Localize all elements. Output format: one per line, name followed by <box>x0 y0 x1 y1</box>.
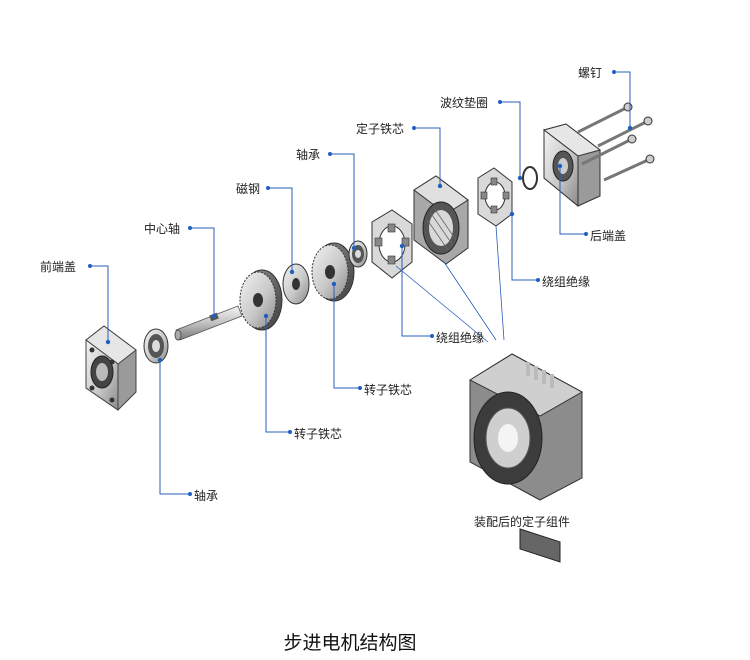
wave-washer <box>522 166 538 190</box>
rear-bearing <box>348 240 368 268</box>
rotor-core-front <box>239 269 283 331</box>
label-rotor-core-1: 转子铁芯 <box>364 383 413 397</box>
center-shaft <box>174 305 243 341</box>
front-end-cover <box>85 325 137 411</box>
assembled-stator <box>468 353 584 563</box>
label-stator-core: 定子铁芯 <box>356 122 405 136</box>
label-center-shaft: 中心轴 <box>144 222 181 236</box>
label-bearing-top: 轴承 <box>296 148 321 162</box>
label-rear-cover: 后端盖 <box>590 229 627 243</box>
label-magnet: 磁钢 <box>236 182 261 196</box>
rear-end-cover <box>542 123 602 208</box>
label-assembled-stator: 装配后的定子组件 <box>474 515 571 529</box>
rotor-core-rear <box>311 242 355 302</box>
winding-insulator-front <box>371 209 413 279</box>
label-wave-washer: 波纹垫圈 <box>440 96 489 110</box>
leader-dots <box>88 70 633 496</box>
magnet-ring <box>282 263 310 305</box>
assembly-guide-lines <box>395 225 505 343</box>
front-bearing <box>143 328 169 364</box>
label-bearing-bottom: 轴承 <box>194 489 219 503</box>
label-rotor-core-2: 转子铁芯 <box>294 427 343 441</box>
leader-lines <box>90 71 631 495</box>
label-winding-insulation-right: 绕组绝缘 <box>542 275 591 289</box>
label-front-cover: 前端盖 <box>40 260 77 274</box>
label-screws: 螺钉 <box>578 66 603 80</box>
stator-core <box>413 175 469 265</box>
label-winding-insulation-mid: 绕组绝缘 <box>436 331 485 345</box>
diagram-caption: 步进电机结构图 <box>283 632 417 654</box>
winding-insulator-rear <box>477 167 513 227</box>
